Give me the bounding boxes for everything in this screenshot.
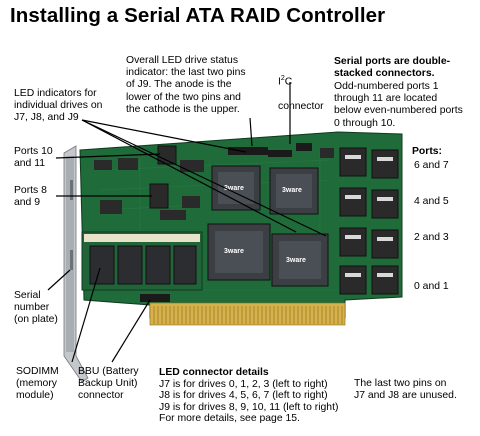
ports-0-1-label: 0 and 1	[414, 281, 449, 292]
serial-ports-body: Odd-numbered ports 1 through 11 are loca…	[334, 81, 463, 129]
bbu-connector	[140, 294, 170, 302]
led-status-note: Overall LED drive status indicator: the …	[126, 55, 246, 115]
metal-bracket	[63, 145, 89, 383]
chip-brand-4: 3ware	[286, 257, 306, 264]
i2c-superscript: 2	[280, 75, 285, 83]
sata-connectors-right	[339, 147, 399, 295]
i2c-connector-text: connector	[278, 101, 324, 113]
chip-brand-2: 3ware	[282, 187, 302, 194]
controller-chip-3	[207, 223, 271, 281]
ports-10-11-label: Ports 10 and 11	[14, 146, 53, 170]
i2c-c: C	[284, 76, 293, 88]
led-details-title: LED connector details	[159, 367, 269, 378]
led-indicators-label: LED indicators for individual drives on …	[14, 88, 103, 124]
chip-brand-1: 3ware	[224, 185, 244, 192]
led-details-line-3: J9 is for drives 8, 9, 10, 11 (left to r…	[159, 401, 339, 413]
serial-number-label: Serial number (on plate)	[14, 290, 58, 326]
led-headers	[228, 143, 312, 157]
unused-pins-note: The last two pins on J7 and J8 are unuse…	[354, 378, 457, 402]
sodimm-module	[81, 231, 203, 291]
page-title: Installing a Serial ATA RAID Controller	[10, 4, 386, 27]
ports-4-5-label: 4 and 5	[414, 196, 449, 207]
led-details: LED connector details J7 is for drives 0…	[159, 367, 338, 425]
i2c-i: I	[278, 76, 281, 88]
ports-8-9-label: Ports 8 and 9	[14, 185, 47, 209]
sodimm-label: SODIMM (memory module)	[16, 366, 59, 402]
led-details-line-4: For more details, see page 15.	[159, 413, 300, 425]
ports-heading: Ports:	[412, 146, 443, 157]
i2c-connector-label: I2C connector	[278, 61, 324, 113]
sata-connectors-left	[149, 145, 177, 209]
led-details-line-2: J8 is for drives 4, 5, 6, 7 (left to rig…	[159, 390, 328, 402]
ports-6-7-label: 6 and 7	[414, 160, 449, 171]
chip-brand-3: 3ware	[224, 248, 244, 255]
serial-ports-title: Serial ports are double- stacked connect…	[334, 56, 451, 80]
bbu-label: BBU (Battery Backup Unit) connector	[78, 366, 139, 402]
controller-chip-4	[271, 233, 329, 287]
edge-connector	[149, 302, 346, 326]
pcb	[79, 131, 403, 319]
led-details-line-1: J7 is for drives 0, 1, 2, 3 (left to rig…	[159, 378, 328, 390]
controller-chip-1	[211, 165, 261, 211]
ports-2-3-label: 2 and 3	[414, 232, 449, 243]
controller-chip-2	[269, 167, 319, 215]
